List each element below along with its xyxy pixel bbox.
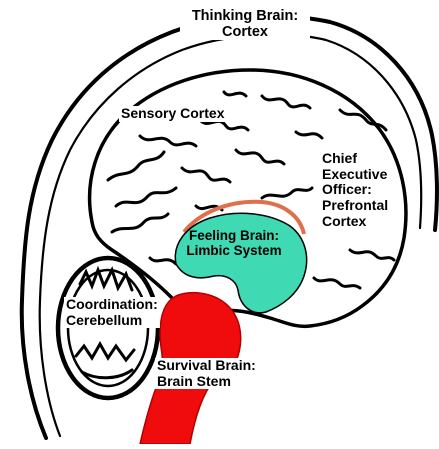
- label-sensory-cortex: Sensory Cortex: [119, 106, 226, 122]
- label-line: Chief: [322, 151, 388, 167]
- label-line: Limbic System: [178, 243, 290, 258]
- label-line: Cerebellum: [66, 313, 158, 329]
- label-survival-brain: Survival Brain: Brain Stem: [155, 358, 258, 389]
- label-cerebellum: Coordination: Cerebellum: [64, 297, 160, 328]
- label-line: Feeling Brain:: [178, 228, 290, 243]
- label-line: Prefrontal: [322, 198, 388, 214]
- label-line: Coordination:: [66, 297, 158, 313]
- label-feeling-brain: Feeling Brain: Limbic System: [178, 228, 290, 258]
- label-line: Brain Stem: [157, 374, 256, 390]
- label-line: Thinking Brain:: [182, 8, 308, 24]
- label-line: Cortex: [182, 24, 308, 40]
- label-line: Officer:: [322, 182, 388, 198]
- label-line: Sensory Cortex: [121, 106, 224, 122]
- label-prefrontal-cortex: Chief Executive Officer: Prefrontal Cort…: [320, 150, 390, 230]
- label-line: Survival Brain:: [157, 358, 256, 374]
- label-line: Cortex: [322, 214, 388, 230]
- label-thinking-brain: Thinking Brain: Cortex: [180, 8, 310, 40]
- label-line: Executive: [322, 167, 388, 183]
